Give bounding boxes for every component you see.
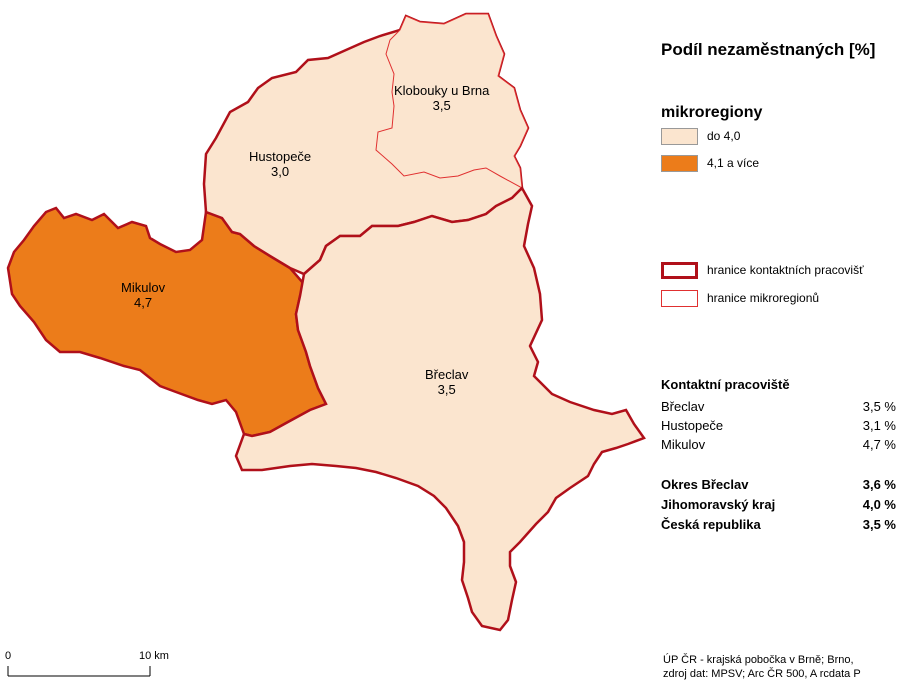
- legend-label-micro-boundary: hranice mikroregionů: [707, 291, 820, 305]
- legend-swatch-contact-boundary: [661, 262, 698, 279]
- stats-row-hustopece: Hustopeče 3,1 %: [661, 418, 901, 434]
- stats-name: Jihomoravský kraj: [661, 497, 776, 512]
- region-value: 3,5: [437, 382, 456, 397]
- stats-name: Česká republika: [661, 517, 761, 532]
- stats-name: Mikulov: [661, 437, 706, 452]
- region-value: 4,7: [134, 295, 153, 310]
- footer-source: zdroj dat: MPSV; Arc ČR 500, A rcdata P: [663, 668, 861, 680]
- region-label-klobouky: Klobouky u Brna 3,5: [394, 83, 489, 113]
- map-title: Podíl nezaměstnaných [%]: [661, 40, 876, 59]
- stats-value: 3,6 %: [862, 477, 896, 492]
- region-name: Mikulov: [121, 280, 166, 295]
- stats-value: 3,5 %: [862, 517, 896, 532]
- legend-label-high: 4,1 a více: [707, 156, 760, 170]
- stats-value: 3,5 %: [862, 399, 896, 414]
- stats-row-kraj: Jihomoravský kraj 4,0 %: [661, 497, 901, 513]
- stats-row-cr: Česká republika 3,5 %: [661, 517, 901, 533]
- region-name: Břeclav: [425, 367, 469, 382]
- stats-row-okres: Okres Břeclav 3,6 %: [661, 477, 901, 493]
- legend-title: mikroregiony: [661, 104, 763, 121]
- region-label-breclav: Břeclav 3,5: [425, 367, 468, 397]
- stats-name: Hustopeče: [661, 418, 724, 433]
- scale-label-end: 10 km: [139, 650, 169, 662]
- legend-swatch-low: [661, 128, 698, 145]
- legend-label-low: do 4,0: [707, 129, 741, 143]
- stats-row-breclav: Břeclav 3,5 %: [661, 399, 901, 415]
- region-name: Klobouky u Brna: [394, 83, 490, 98]
- region-value: 3,0: [271, 164, 290, 179]
- stats-row-mikulov: Mikulov 4,7 %: [661, 437, 901, 453]
- scale-label-start: 0: [5, 650, 12, 662]
- legend-swatch-micro-boundary: [661, 290, 698, 307]
- region-label-mikulov: Mikulov 4,7: [121, 280, 165, 310]
- region-value: 3,5: [432, 98, 451, 113]
- region-label-hustopece: Hustopeče 3,0: [249, 149, 311, 179]
- legend-swatch-high: [661, 155, 698, 172]
- stats-name: Břeclav: [661, 399, 705, 414]
- stats-value: 3,1 %: [862, 418, 896, 433]
- scale-bar: [7, 666, 151, 677]
- stats-title: Kontaktní pracoviště: [661, 377, 790, 392]
- stats-name: Okres Břeclav: [661, 477, 749, 492]
- legend-label-contact-boundary: hranice kontaktních pracovišť: [707, 263, 864, 277]
- region-name: Hustopeče: [249, 149, 312, 164]
- stats-value: 4,0 %: [862, 497, 896, 512]
- region-breclav[interactable]: [234, 185, 646, 632]
- footer-credit: ÚP ČR - krajská pobočka v Brně; Brno,: [663, 654, 854, 666]
- stats-value: 4,7 %: [862, 437, 896, 452]
